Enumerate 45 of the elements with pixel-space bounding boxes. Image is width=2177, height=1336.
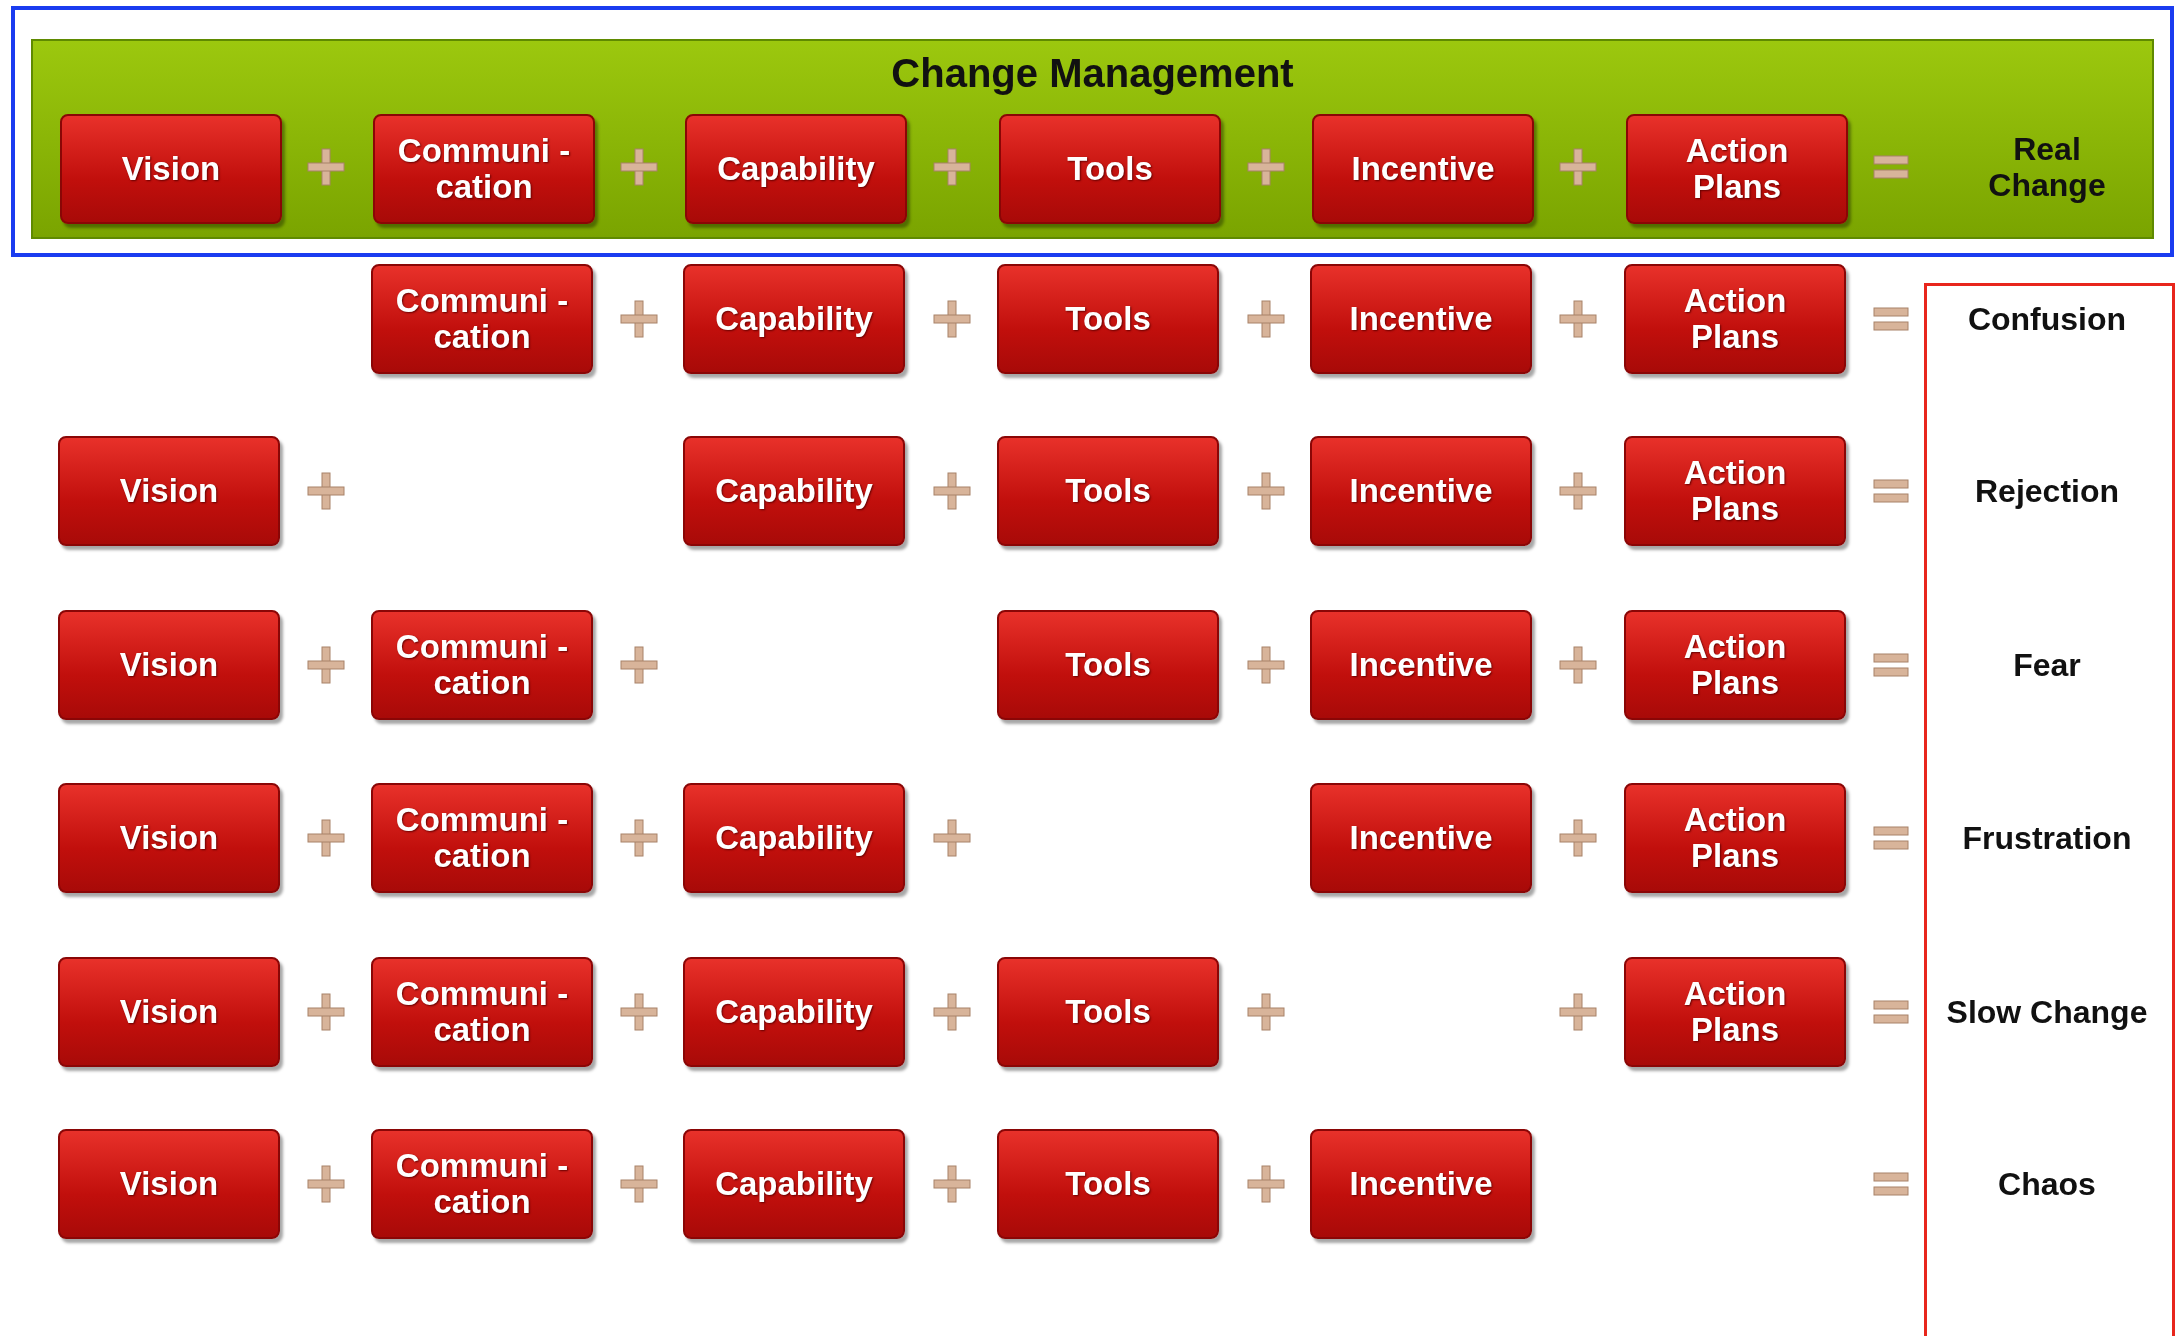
factor-box: Incentive [1310, 610, 1532, 720]
factor-box: Action Plans [1624, 957, 1846, 1067]
factor-box: Communi -cation [373, 114, 595, 224]
factor-box: Vision [58, 436, 280, 546]
factor-box: Action Plans [1624, 610, 1846, 720]
factor-box: Capability [683, 436, 905, 546]
factor-box: Capability [683, 1129, 905, 1239]
factor-box: Vision [58, 783, 280, 893]
factor-box: Communi -cation [371, 783, 593, 893]
factor-box: Tools [997, 264, 1219, 374]
header-band [31, 39, 2154, 239]
factor-box: Vision [58, 610, 280, 720]
outcome-label: Chaos [1997, 1165, 2097, 1204]
factor-box: Communi -cation [371, 1129, 593, 1239]
factor-box: Communi -cation [371, 957, 593, 1067]
factor-box: Capability [683, 957, 905, 1067]
outcome-label: Rejection [1974, 472, 2120, 511]
factor-box: Vision [58, 957, 280, 1067]
factor-box: Vision [58, 1129, 280, 1239]
factor-box: Action Plans [1626, 114, 1848, 224]
outcome-label: Confusion [1966, 300, 2128, 339]
factor-box: Incentive [1310, 436, 1532, 546]
factor-box: Capability [683, 264, 905, 374]
factor-box: Incentive [1310, 783, 1532, 893]
factor-box: Vision [60, 114, 282, 224]
factor-box: Capability [683, 783, 905, 893]
factor-box: Incentive [1310, 1129, 1532, 1239]
outcome-label: Frustration [1961, 819, 2133, 858]
factor-box: Incentive [1310, 264, 1532, 374]
outcome-label: Fear [2012, 646, 2082, 685]
factor-box: Tools [997, 436, 1219, 546]
factor-box: Tools [997, 610, 1219, 720]
outcome-label: Slow Change [1945, 993, 2149, 1032]
outcome-label: Real Change [1987, 130, 2107, 205]
factor-box: Tools [999, 114, 1221, 224]
factor-box: Action Plans [1624, 436, 1846, 546]
factor-box: Communi -cation [371, 264, 593, 374]
factor-box: Communi -cation [371, 610, 593, 720]
band-title: Change Management [890, 51, 1295, 96]
factor-box: Tools [997, 957, 1219, 1067]
factor-box: Incentive [1312, 114, 1534, 224]
factor-box: Action Plans [1624, 783, 1846, 893]
factor-box: Tools [997, 1129, 1219, 1239]
factor-box: Capability [685, 114, 907, 224]
factor-box: Action Plans [1624, 264, 1846, 374]
